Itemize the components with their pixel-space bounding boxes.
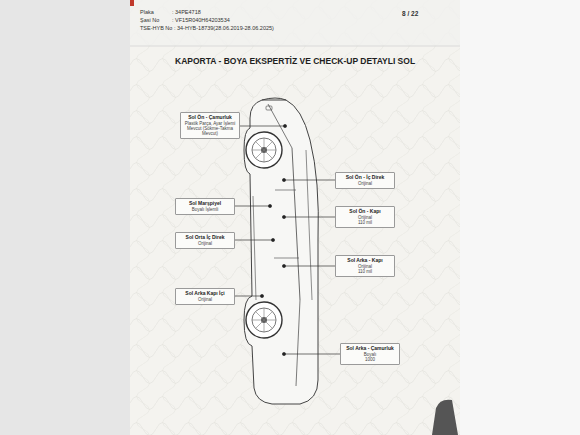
part-name: Sol Ön - Kapı — [339, 209, 391, 215]
guilloche-pattern — [130, 0, 460, 435]
part-name: Sol Orta İç Direk — [179, 235, 231, 241]
part-name: Sol Ön - Çamurluk — [184, 115, 236, 121]
certificate-line: TSE-HYB No : 34-HYB-18739(28.06.2019-28.… — [140, 25, 274, 31]
car-wheel — [246, 302, 282, 338]
corner-car-icon — [432, 400, 458, 435]
corner-mark — [130, 0, 134, 6]
header-band — [130, 0, 460, 46]
part-status: Orijinal — [179, 241, 231, 246]
part-name: Sol Arka - Çamurluk — [344, 346, 396, 352]
part-status: Orijinal — [179, 297, 231, 302]
field-value: : VF15R040H64203534 — [172, 17, 230, 23]
page-number: 8 / 22 — [402, 10, 418, 17]
photo-background — [0, 0, 130, 435]
part-name: Sol Ön - İç Direk — [339, 175, 391, 181]
info-box: Sol Arka - KapıOrijinal110 mil — [335, 255, 395, 277]
part-name: Sol Arka Kapı İçi — [179, 291, 231, 297]
part-status: Boyalı İşlemli — [179, 207, 231, 212]
info-box: Sol Ön - ÇamurlukPlastik Parça, Ayar İşl… — [180, 112, 240, 139]
part-name: Sol Arka - Kapı — [339, 258, 391, 264]
paper-sheet — [130, 0, 460, 435]
field-value: : 34PE4718 — [172, 9, 201, 15]
field-name: Şasi No — [140, 17, 159, 23]
part-status: 110 mil — [339, 269, 391, 274]
part-status: Boyalı — [344, 352, 396, 357]
part-status: 1000 — [344, 357, 396, 362]
field-name: Plaka — [140, 9, 154, 15]
part-status: Orijinal — [339, 181, 391, 186]
photo-background — [460, 0, 580, 435]
part-status: Orijinal — [339, 215, 391, 220]
part-status: 110 mil — [339, 220, 391, 225]
car-wheel — [246, 132, 282, 168]
car-illustration — [244, 98, 318, 404]
info-box: Sol Orta İç DirekOrijinal — [175, 232, 235, 249]
leader-line — [235, 124, 340, 355]
part-status: Plastik Parça, Ayar İşlemi Mevcut (Sökme… — [184, 121, 236, 137]
info-box: Sol Ön - İç DirekOrijinal — [335, 172, 395, 189]
part-name: Sol Marşpiyel — [179, 201, 231, 207]
info-box: Sol Arka - ÇamurlukBoyalı1000 — [340, 343, 400, 365]
part-status: Orijinal — [339, 264, 391, 269]
info-box: Sol Arka Kapı İçiOrijinal — [175, 288, 235, 305]
sheet-title: KAPORTA - BOYA EKSPERTİZ VE CHECK-UP DET… — [175, 56, 415, 66]
header-rule — [130, 46, 460, 47]
info-box: Sol Ön - KapıOrijinal110 mil — [335, 206, 395, 228]
info-box: Sol MarşpiyelBoyalı İşlemli — [175, 198, 235, 215]
